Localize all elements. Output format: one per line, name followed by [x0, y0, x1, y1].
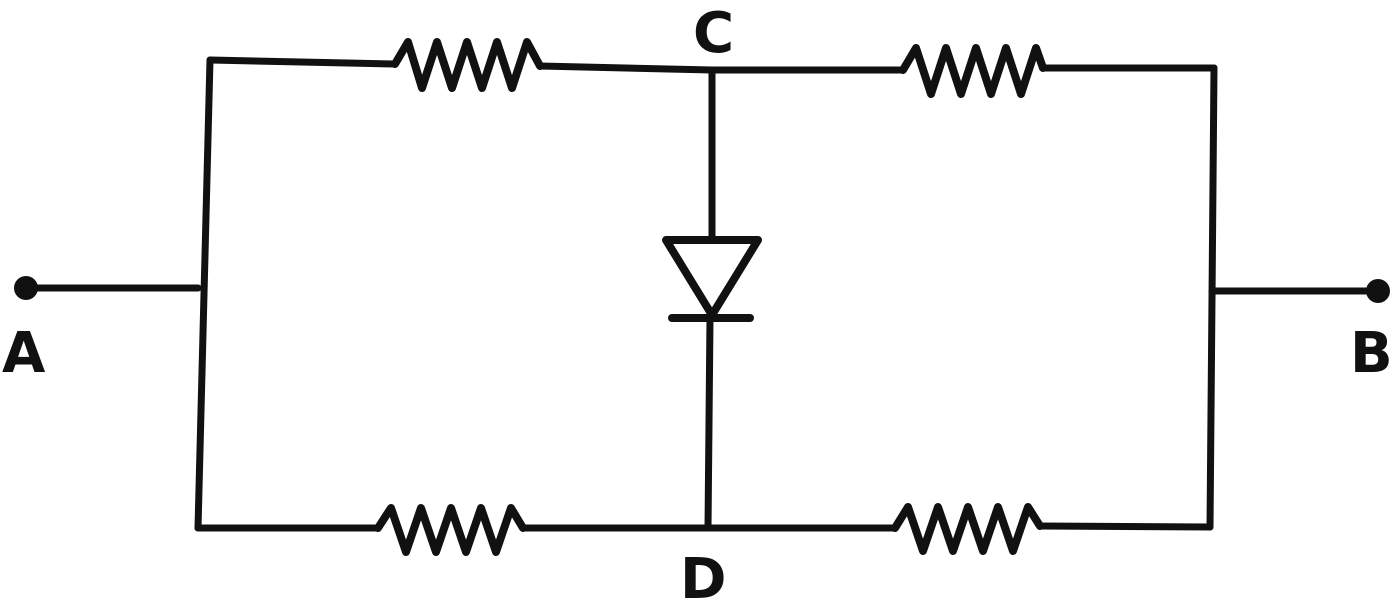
wire-left-rail — [194, 56, 214, 532]
wire-top-left-2 — [536, 62, 716, 74]
resistor-bottom-right — [891, 503, 1044, 555]
terminal-b-dot — [1366, 279, 1390, 303]
wire-bottom-right-2 — [1036, 522, 1214, 531]
wire-right-rail — [1206, 64, 1218, 531]
diode-triangle — [662, 236, 762, 319]
label-d: D — [680, 547, 726, 605]
label-c: C — [693, 1, 734, 66]
resistor-bottom-left — [374, 504, 527, 556]
wire-diode-to-d — [704, 314, 714, 532]
resistor-top-right — [899, 44, 1047, 98]
resistor-top-left — [391, 38, 544, 92]
label-b: B — [1350, 321, 1393, 386]
label-a: A — [2, 321, 46, 386]
wire-top-left-1 — [206, 56, 399, 68]
